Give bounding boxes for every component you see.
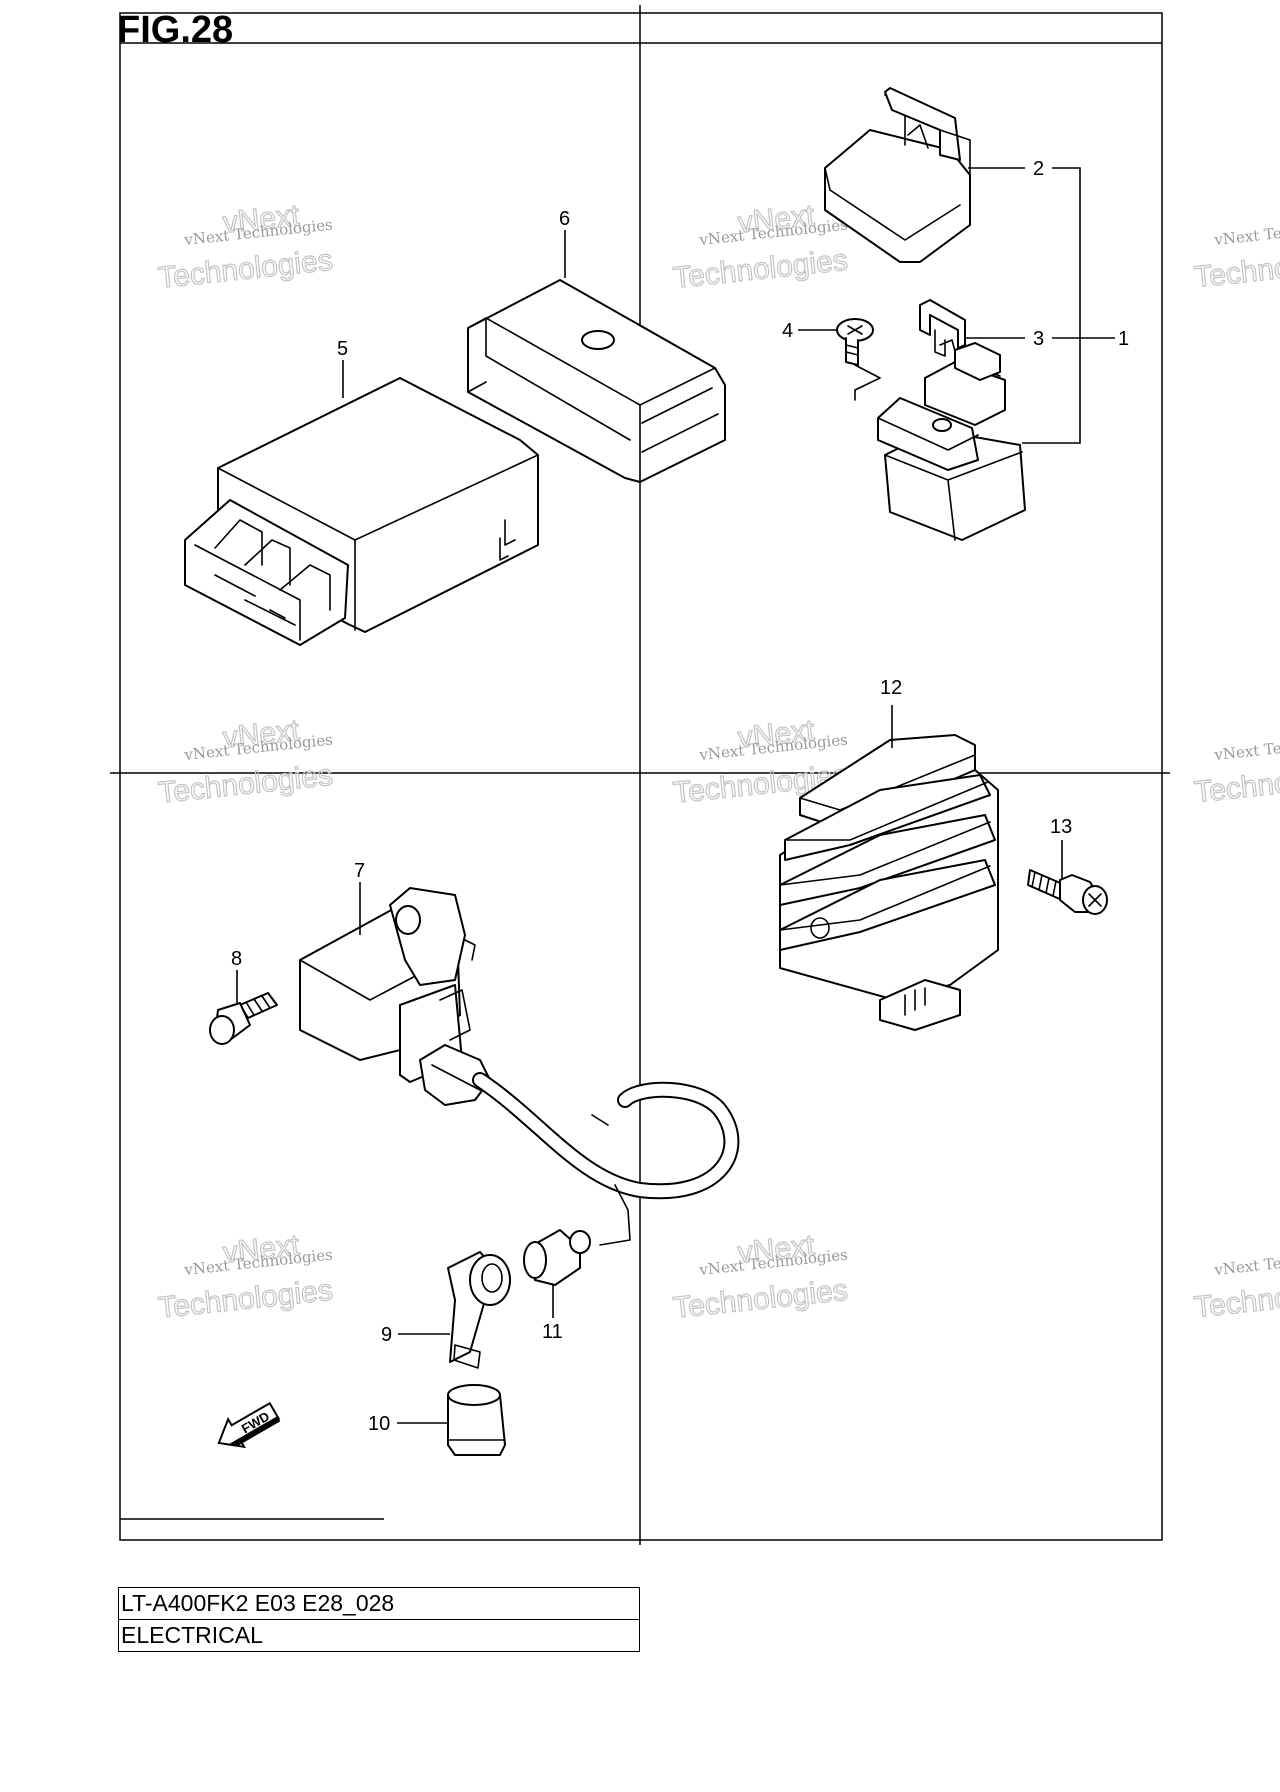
part-5-ecu bbox=[184, 377, 539, 646]
part-6-cover bbox=[467, 279, 726, 483]
label-part-7: 7 bbox=[354, 860, 365, 882]
part-7-ignition-coil bbox=[299, 887, 491, 1106]
svg-text:Technologies: Technologies bbox=[672, 1274, 850, 1325]
watermark-edge-2: Technologies vNext Technologies bbox=[1192, 731, 1280, 810]
part-13-bolt bbox=[1027, 869, 1108, 915]
label-part-10: 10 bbox=[368, 1413, 390, 1435]
svg-text:Technologies: Technologies bbox=[157, 1274, 335, 1325]
part-12-regulator bbox=[779, 734, 999, 1031]
part-3-fuse bbox=[919, 299, 966, 357]
part-labels: 2 1 3 4 5 6 7 8 9 10 11 12 13 bbox=[231, 158, 1129, 1435]
leader-lines bbox=[236, 167, 1115, 1424]
svg-text:vNext Technologies: vNext Technologies bbox=[1213, 731, 1280, 765]
watermark-tl: Technologies vNext vNext Technologies bbox=[156, 198, 335, 295]
model-code: LT-A400FK2 E03 E28_028 bbox=[118, 1587, 640, 1620]
svg-text:Technologies: Technologies bbox=[1193, 1273, 1280, 1324]
label-part-13: 13 bbox=[1050, 816, 1072, 838]
svg-text:Technologies: Technologies bbox=[1193, 243, 1280, 294]
info-table: LT-A400FK2 E03 E28_028 ELECTRICAL bbox=[118, 1587, 640, 1652]
svg-text:Technologies: Technologies bbox=[1193, 758, 1280, 809]
watermark-br: Technologies vNext vNext Technologies bbox=[671, 1228, 850, 1325]
label-part-6: 6 bbox=[559, 208, 570, 230]
ignition-cable bbox=[472, 1072, 740, 1246]
watermark-bl: Technologies vNext vNext Technologies bbox=[156, 1228, 335, 1325]
part-8-bolt bbox=[209, 992, 278, 1045]
watermark-edge-1: Technologies vNext Technologies bbox=[1192, 216, 1280, 295]
label-part-1: 1 bbox=[1118, 328, 1129, 350]
watermarks: Technologies vNext vNext Technologies Te… bbox=[156, 198, 1280, 1325]
label-part-5: 5 bbox=[337, 338, 348, 360]
label-part-9: 9 bbox=[381, 1324, 392, 1346]
label-part-8: 8 bbox=[231, 948, 242, 970]
label-part-2: 2 bbox=[1033, 158, 1044, 180]
part-10-boot bbox=[447, 1384, 506, 1456]
watermark-ml: Technologies vNext vNext Technologies bbox=[156, 713, 335, 810]
part-2-cap bbox=[824, 87, 971, 263]
section-name: ELECTRICAL bbox=[118, 1619, 640, 1652]
part-1-relay bbox=[854, 339, 1026, 541]
svg-text:Technologies: Technologies bbox=[157, 244, 335, 295]
label-part-11: 11 bbox=[542, 1321, 563, 1343]
watermark-edge-3: Technologies vNext Technologies bbox=[1192, 1246, 1280, 1325]
svg-text:vNext Technologies: vNext Technologies bbox=[1213, 1246, 1280, 1280]
svg-text:Technologies: Technologies bbox=[672, 244, 850, 295]
figure-title: FIG.28 bbox=[117, 9, 233, 51]
part-9-elbow bbox=[447, 1251, 511, 1369]
label-part-3: 3 bbox=[1033, 328, 1044, 350]
svg-text:vNext Technologies: vNext Technologies bbox=[1213, 216, 1280, 250]
label-part-4: 4 bbox=[782, 320, 793, 342]
diagram-frame bbox=[110, 5, 1170, 1545]
label-part-12: 12 bbox=[880, 677, 902, 699]
svg-text:Technologies: Technologies bbox=[157, 759, 335, 810]
part-11-cap bbox=[523, 1229, 591, 1286]
fwd-arrow-icon: FWD bbox=[217, 1401, 281, 1449]
part-4-screw bbox=[836, 318, 874, 366]
